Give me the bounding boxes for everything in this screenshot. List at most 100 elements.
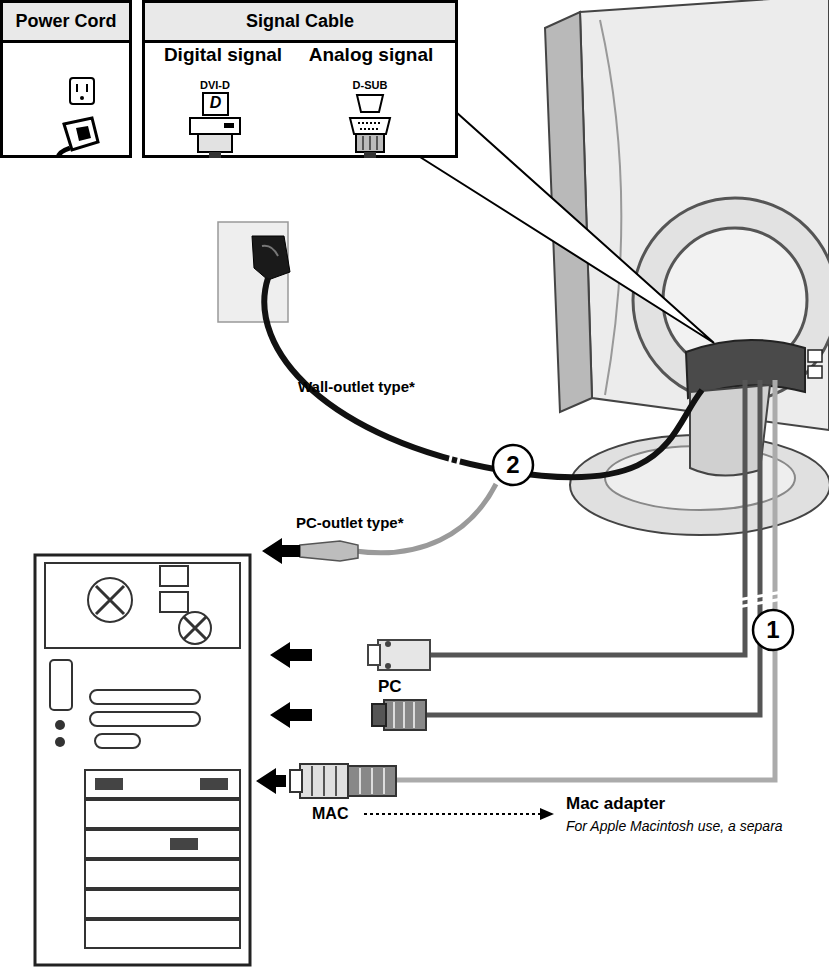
dsub-symbol [357,95,383,112]
adapter-face [290,770,302,792]
arrow [262,538,300,564]
expansion-slot [85,860,240,888]
pc-tower [35,555,250,965]
dsub-connector-body [356,134,384,152]
power-socket [160,566,188,586]
direction-arrows [256,538,312,794]
dsub-grip [363,136,377,150]
computer-type: MAC [312,805,348,823]
pc-outlet-plug [300,541,358,561]
part-name: Mac adapter [566,794,665,814]
adapter-ribs [312,766,336,796]
cable-break [448,452,460,472]
expansion-slot [85,800,240,828]
socket-icon [70,78,94,104]
socket-slots [77,84,87,92]
mac-cable [395,380,775,780]
ps2-port [55,720,65,730]
callout-number: 1 [751,608,795,652]
signal-cable-box: Signal Cable [142,0,458,158]
arrow-head [540,808,554,820]
fan-blades [96,586,124,614]
monitor [545,0,829,430]
monitor-stand [570,385,829,535]
psu [45,563,240,648]
arrow [270,702,312,728]
mac-adapter [290,764,396,798]
connector-symbol: D [203,94,228,112]
fan-blades [184,617,206,639]
callout-number: 2 [491,443,535,487]
cable-break [738,592,782,607]
parallel-port [95,734,140,748]
ps2-port [55,737,65,747]
plug-grip [76,126,91,141]
signal-type: Analog signal [296,44,446,66]
plug-body [300,541,358,561]
dsub-cable-stub [364,152,376,158]
wall-plug-grip [262,246,278,256]
box-heading: Signal Cable [145,3,455,43]
callout-number: 2 [491,443,535,487]
slot-port [200,778,228,790]
plug-body [348,766,396,796]
callout-number: 1 [751,608,795,652]
cord-icon [58,148,70,158]
dsub-cable [425,380,760,715]
callout-pointer [420,112,714,343]
mac-pointer [364,808,554,820]
port [808,350,822,362]
adapter-body [300,764,348,798]
plug-face [372,704,386,726]
expansion-slot [85,830,240,858]
plug-body [384,700,426,730]
fan [88,578,132,622]
expansion-slot [85,920,240,948]
dvi-icon [190,93,240,158]
outlet-type: Wall-outlet type* [298,378,415,395]
dvi-connector-body [198,134,232,152]
plug-body [378,640,430,670]
dvi-blade [224,123,234,128]
slot-port [95,778,123,790]
dvi-symbol [203,93,228,115]
wall-plug [252,236,290,280]
power-cord-icon [58,78,98,158]
dsub-icon [350,95,390,158]
expansion-slot [85,890,240,918]
fan [179,612,211,644]
box-heading: Power Cord [3,3,129,43]
power-cord [264,278,702,477]
port [808,366,822,378]
screw [385,641,391,647]
monitor-curve [600,20,621,395]
slot-port [170,838,198,850]
pc-case [35,555,250,965]
dvi-connector-face [190,118,240,134]
dotted-line [364,813,540,815]
note: For Apple Macintosh use, a separa [566,818,783,834]
parallel-port [90,712,200,726]
connector-name: DVI-D [185,79,245,91]
computer-type: PC [378,677,402,697]
arrow [270,642,312,668]
serial-port [50,660,72,710]
wall-outlet [218,222,290,322]
dvi-cable [430,380,745,655]
dsub-connector-face [350,118,390,134]
plug-ribs [360,768,384,794]
connector-name: D-SUB [340,79,400,91]
screw [385,663,391,669]
plug-ribs [394,702,414,728]
expansion-slot [85,770,240,798]
power-cord-box: Power Cord [0,0,132,158]
signal-type: Digital signal [148,44,298,66]
outlet-type: PC-outlet type* [296,514,404,531]
dsub-pins [358,123,382,129]
plug-face [368,645,380,665]
power-socket [160,592,188,612]
dvi-plug [368,640,430,670]
plug-icon [64,118,98,150]
socket-ground [80,96,84,100]
dsub-plug [372,700,426,730]
